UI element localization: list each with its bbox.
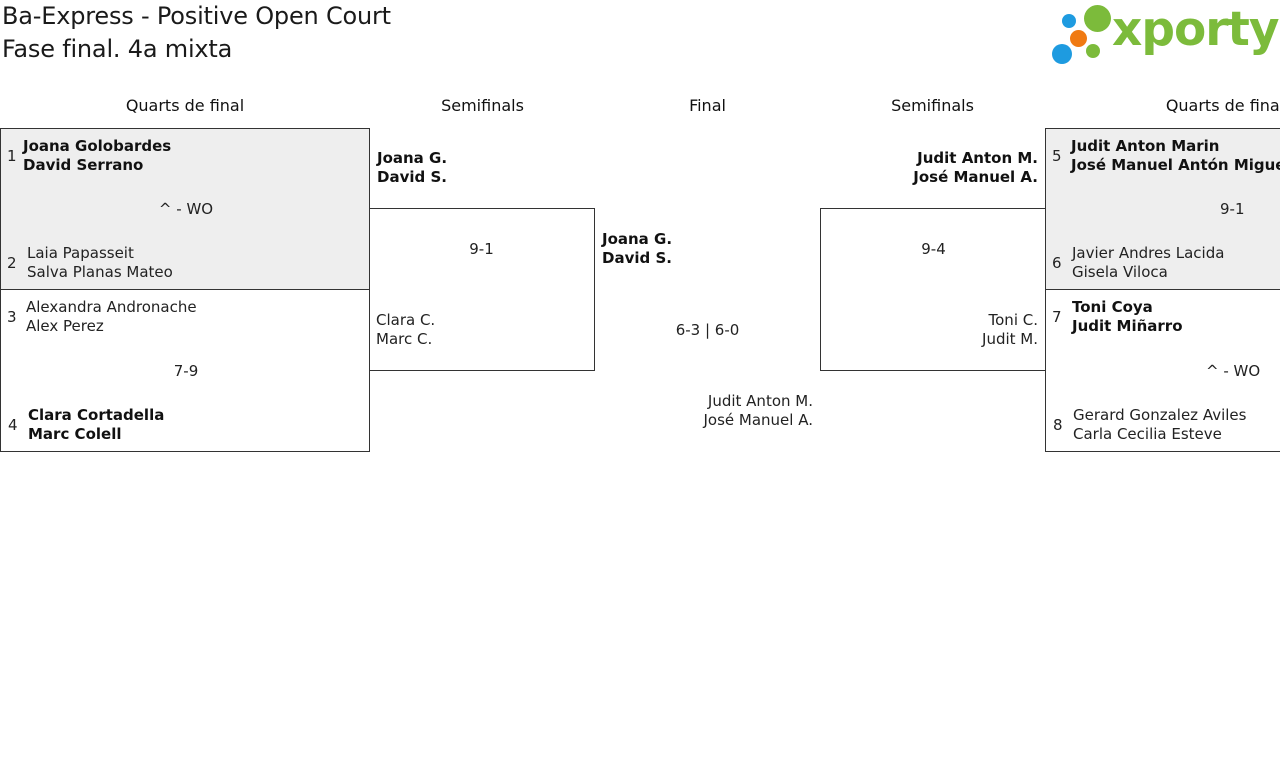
player-name: Judit Anton M. <box>707 392 813 410</box>
player-name: Salva Planas Mateo <box>27 263 173 281</box>
match-semifinal-right[interactable]: 9-4 Toni C. Judit M. <box>820 208 1046 371</box>
round-header-right-semis: Semifinals <box>891 96 974 115</box>
player-name: Toni C. <box>988 311 1038 329</box>
player-name: José Manuel A. <box>703 411 814 429</box>
match-quarterfinal-3[interactable]: 5 Judit Anton Marin José Manuel Antón Mi… <box>1045 128 1280 290</box>
match-score: 9-1 <box>469 240 494 258</box>
seed-number: 3 <box>7 308 17 326</box>
seed-number: 4 <box>8 416 18 434</box>
match-score: 9-1 <box>1220 200 1245 218</box>
team-name[interactable]: Judit Anton M. José Manuel A. <box>825 149 1038 187</box>
seed-number: 2 <box>7 254 17 272</box>
round-header-left-semis: Semifinals <box>441 96 524 115</box>
seed-number: 7 <box>1052 308 1062 326</box>
team-name[interactable]: Judit Anton Marin José Manuel Antón Migu… <box>1071 137 1280 175</box>
player-name: José Manuel A. <box>913 168 1038 186</box>
player-name: Carla Cecilia Esteve <box>1073 425 1222 443</box>
logo-dot-green-small <box>1086 44 1100 58</box>
team-name[interactable]: Toni Coya Judit Miñarro <box>1072 298 1183 336</box>
page-subtitle: Fase final. 4a mixta <box>2 35 233 63</box>
team-name[interactable]: Joana Golobardes David Serrano <box>23 137 171 175</box>
match-quarterfinal-1[interactable]: 1 Joana Golobardes David Serrano ^ - WO … <box>0 128 370 290</box>
seed-number: 6 <box>1052 254 1062 272</box>
match-score: 9-4 <box>921 240 946 258</box>
player-name: Gerard Gonzalez Aviles <box>1073 406 1247 424</box>
team-name[interactable]: Toni C. Judit M. <box>821 311 1038 349</box>
player-name: Gisela Viloca <box>1072 263 1168 281</box>
match-semifinal-left[interactable]: 9-1 Clara C. Marc C. <box>369 208 595 371</box>
player-name: Joana G. <box>602 230 673 248</box>
team-name[interactable]: Joana G. David S. <box>602 230 672 268</box>
player-name: Judit Miñarro <box>1072 317 1183 335</box>
player-name: Judit Anton M. <box>917 149 1038 167</box>
match-score: ^ - WO <box>1206 362 1261 380</box>
player-name: José Manuel Antón Miguel <box>1071 156 1280 174</box>
player-name: Alex Perez <box>26 317 104 335</box>
logo-wordmark: xporty <box>1112 2 1280 57</box>
round-header-left-quarters: Quarts de final <box>125 96 245 115</box>
round-header-final: Final <box>689 96 726 115</box>
logo-dot-blue <box>1062 14 1076 28</box>
team-name[interactable]: Alexandra Andronache Alex Perez <box>26 298 197 336</box>
player-name: Joana G. <box>377 149 448 167</box>
match-quarterfinal-4[interactable]: 7 Toni Coya Judit Miñarro ^ - WO 8 Gerar… <box>1045 289 1280 452</box>
team-name[interactable]: Gerard Gonzalez Aviles Carla Cecilia Est… <box>1073 406 1246 444</box>
player-name: Marc Colell <box>28 425 122 443</box>
player-name: Javier Andres Lacida <box>1072 244 1225 262</box>
team-name[interactable]: Laia Papasseit Salva Planas Mateo <box>27 244 173 282</box>
match-score: ^ - WO <box>158 200 214 218</box>
round-header-right-quarters: Quarts de final <box>1165 96 1280 115</box>
team-name[interactable]: Joana G. David S. <box>377 149 447 187</box>
page-title: Ba-Express - Positive Open Court <box>2 2 391 30</box>
seed-number: 5 <box>1052 147 1062 165</box>
player-name: David Serrano <box>23 156 144 174</box>
logo-dot-orange <box>1070 30 1087 47</box>
player-name: Joana Golobardes <box>23 137 172 155</box>
team-name[interactable]: Javier Andres Lacida Gisela Viloca <box>1072 244 1224 282</box>
player-name: David S. <box>602 249 672 267</box>
seed-number: 8 <box>1053 416 1063 434</box>
team-name[interactable]: Clara Cortadella Marc Colell <box>28 406 164 444</box>
match-quarterfinal-2[interactable]: 3 Alexandra Andronache Alex Perez 7-9 4 … <box>0 289 370 452</box>
team-name[interactable]: Clara C. Marc C. <box>376 311 435 349</box>
logo-dot-blue-large <box>1052 44 1072 64</box>
seed-number: 1 <box>7 147 17 165</box>
xporty-logo[interactable]: xporty <box>1050 2 1280 68</box>
team-name[interactable]: Judit Anton M. José Manuel A. <box>620 392 814 430</box>
player-name: David S. <box>377 168 447 186</box>
logo-dot-green <box>1084 5 1111 32</box>
match-score: 7-9 <box>173 362 199 380</box>
player-name: Clara Cortadella <box>28 406 165 424</box>
player-name: Clara C. <box>376 311 436 329</box>
player-name: Marc C. <box>376 330 433 348</box>
player-name: Laia Papasseit <box>27 244 134 262</box>
player-name: Judit M. <box>982 330 1038 348</box>
player-name: Alexandra Andronache <box>26 298 197 316</box>
player-name: Toni Coya <box>1072 298 1153 316</box>
final-score: 6-3 | 6-0 <box>675 321 740 339</box>
player-name: Judit Anton Marin <box>1071 137 1220 155</box>
